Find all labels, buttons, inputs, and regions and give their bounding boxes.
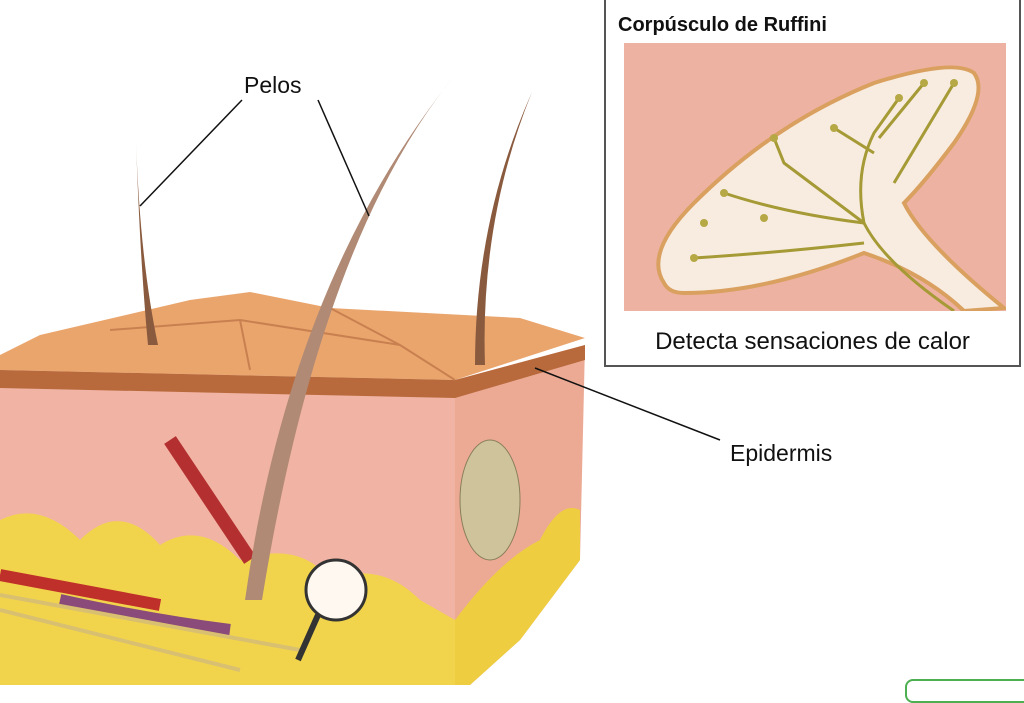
fat-layer-side (455, 508, 580, 685)
label-pelos: Pelos (244, 72, 302, 98)
sebaceous-gland (459, 439, 521, 561)
ruffini-inset-panel: Corpúsculo de Ruffini Detecta sensacione… (604, 0, 1021, 367)
nerve (0, 593, 301, 672)
inset-caption: Detecta sensaciones de calor (655, 328, 970, 355)
label-epidermis: Epidermis (730, 440, 833, 466)
artery (0, 569, 162, 611)
hair-left (136, 140, 158, 345)
leader-pelos-right (317, 99, 370, 217)
leader-pelos-left (139, 99, 243, 207)
ruffini-corpuscle-illustration (624, 43, 1006, 311)
nerve-branches (693, 82, 956, 311)
inset-title: Corpúsculo de Ruffini (618, 14, 827, 36)
vein (58, 594, 231, 636)
fat-layer (0, 513, 455, 685)
epidermis-edge (0, 345, 585, 398)
leader-epidermis (534, 367, 721, 441)
arrector-muscle (164, 436, 256, 564)
skin-cross-section-illustration (0, 75, 721, 685)
hair-middle (245, 75, 455, 600)
hair-right (475, 92, 532, 365)
magnifier-icon (304, 558, 368, 622)
corner-button-edge (905, 679, 1024, 703)
epidermis-top (0, 292, 585, 380)
